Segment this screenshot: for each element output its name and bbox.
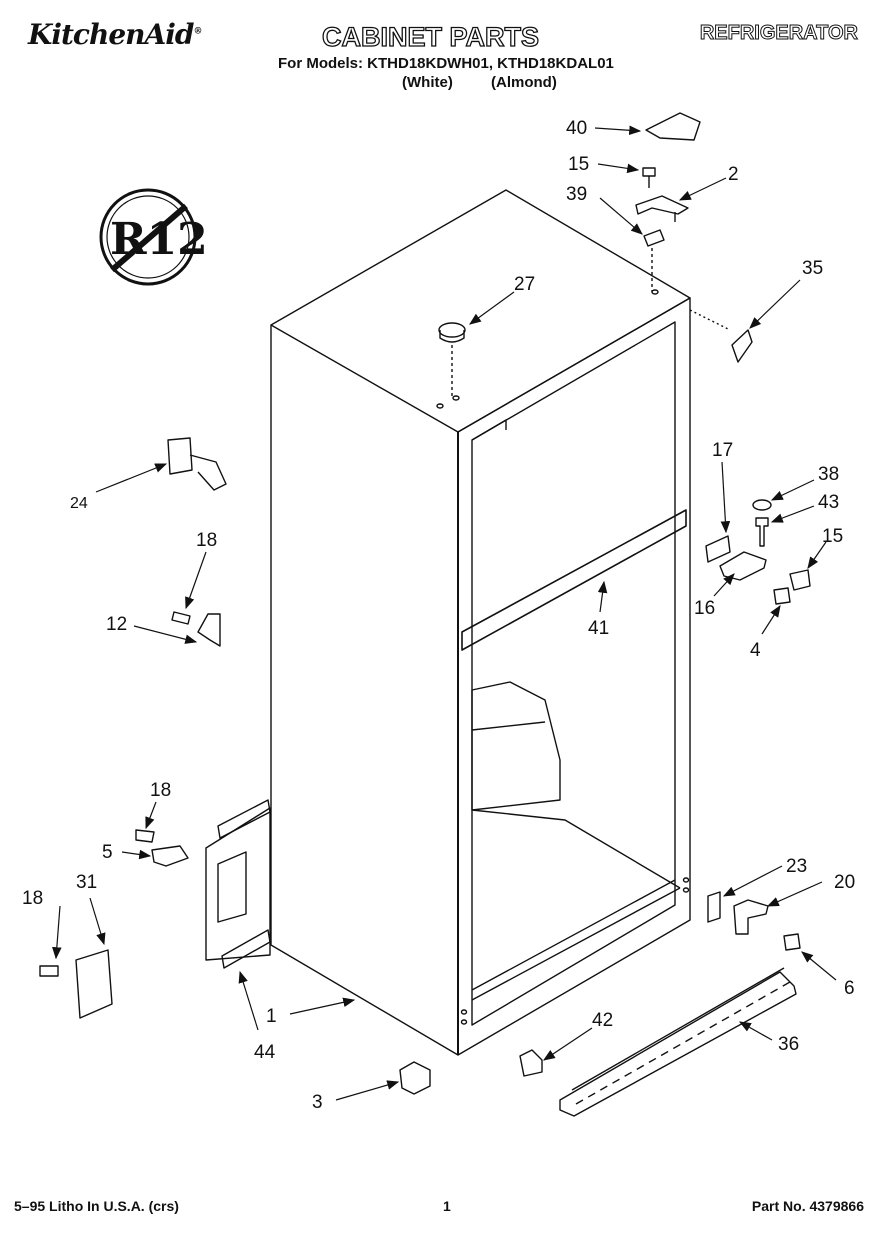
callout-39: 39 xyxy=(566,184,587,205)
callout-18-upper: 18 xyxy=(196,530,217,551)
callout-41: 41 xyxy=(588,618,609,639)
top-hinge xyxy=(635,195,689,222)
no-r12-badge xyxy=(99,188,197,286)
trim-clip xyxy=(731,329,753,363)
callout-27: 27 xyxy=(514,274,535,295)
callout-16: 16 xyxy=(694,598,715,619)
variant-white: (White) xyxy=(402,74,453,91)
callout-15-top: 15 xyxy=(568,154,589,175)
callout-40: 40 xyxy=(566,118,587,139)
hinge-cover xyxy=(645,112,701,141)
lower-bracket-screw xyxy=(135,829,155,843)
lower-spacer xyxy=(707,891,721,923)
callout-3: 3 xyxy=(312,1092,323,1113)
part-number: Part No. 4379866 xyxy=(751,1198,864,1214)
center-hinge xyxy=(719,551,767,581)
callout-42: 42 xyxy=(592,1010,613,1031)
lower-hinge-screw xyxy=(783,933,801,951)
hinge-pin xyxy=(755,517,769,547)
callout-18-left: 18 xyxy=(22,888,43,909)
callout-24: 24 xyxy=(70,495,88,512)
bracket-screw xyxy=(171,611,191,625)
lower-hinge xyxy=(733,899,769,935)
bracket-upper xyxy=(197,613,221,647)
callout-1: 1 xyxy=(266,1006,277,1027)
page-number: 1 xyxy=(443,1198,451,1214)
side-cover xyxy=(75,949,113,1019)
callout-18-lower: 18 xyxy=(150,780,171,801)
callout-20: 20 xyxy=(834,872,855,893)
category-label: REFRIGERATOR xyxy=(699,22,858,45)
hinge-washer xyxy=(752,499,772,511)
hinge-shim xyxy=(643,229,665,247)
page-title: CABINET PARTS xyxy=(321,21,540,52)
callout-31: 31 xyxy=(76,872,97,893)
variant-almond: (Almond) xyxy=(491,74,557,91)
model-variants: (White) (Almond) xyxy=(402,74,591,91)
callout-23: 23 xyxy=(786,856,807,877)
callout-5: 5 xyxy=(102,842,113,863)
base-rail-left xyxy=(205,807,271,961)
base-grille xyxy=(559,971,797,1117)
hinge-screw-low xyxy=(773,587,791,605)
callout-15-mid: 15 xyxy=(822,526,843,547)
cabinet-plug xyxy=(438,322,466,398)
lower-bracket xyxy=(151,845,189,867)
callout-38: 38 xyxy=(818,464,839,485)
hinge-screw-mid xyxy=(789,569,811,591)
badge-text: R12 xyxy=(110,214,208,265)
callout-44: 44 xyxy=(254,1042,276,1063)
front-roller xyxy=(399,1061,431,1095)
litho-note: 5–95 Litho In U.S.A. (crs) xyxy=(14,1198,179,1214)
hinge-screw-top xyxy=(642,167,656,188)
leveling-leg xyxy=(167,437,227,491)
side-cover-screw xyxy=(39,965,59,977)
callout-36: 36 xyxy=(778,1034,799,1055)
callout-2: 2 xyxy=(728,164,739,185)
grille-clip xyxy=(519,1049,543,1077)
callout-12: 12 xyxy=(106,614,127,635)
callout-43: 43 xyxy=(818,492,839,513)
callout-6: 6 xyxy=(844,978,855,999)
callout-35: 35 xyxy=(802,258,823,279)
hinge-spacer xyxy=(705,535,731,563)
callout-17: 17 xyxy=(712,440,733,461)
cabinet-body xyxy=(270,189,691,1056)
models-line: For Models: KTHD18KDWH01, KTHD18KDAL01 xyxy=(278,55,614,72)
brand-logo: KitchenAid® xyxy=(28,18,202,51)
callout-4: 4 xyxy=(750,640,761,661)
